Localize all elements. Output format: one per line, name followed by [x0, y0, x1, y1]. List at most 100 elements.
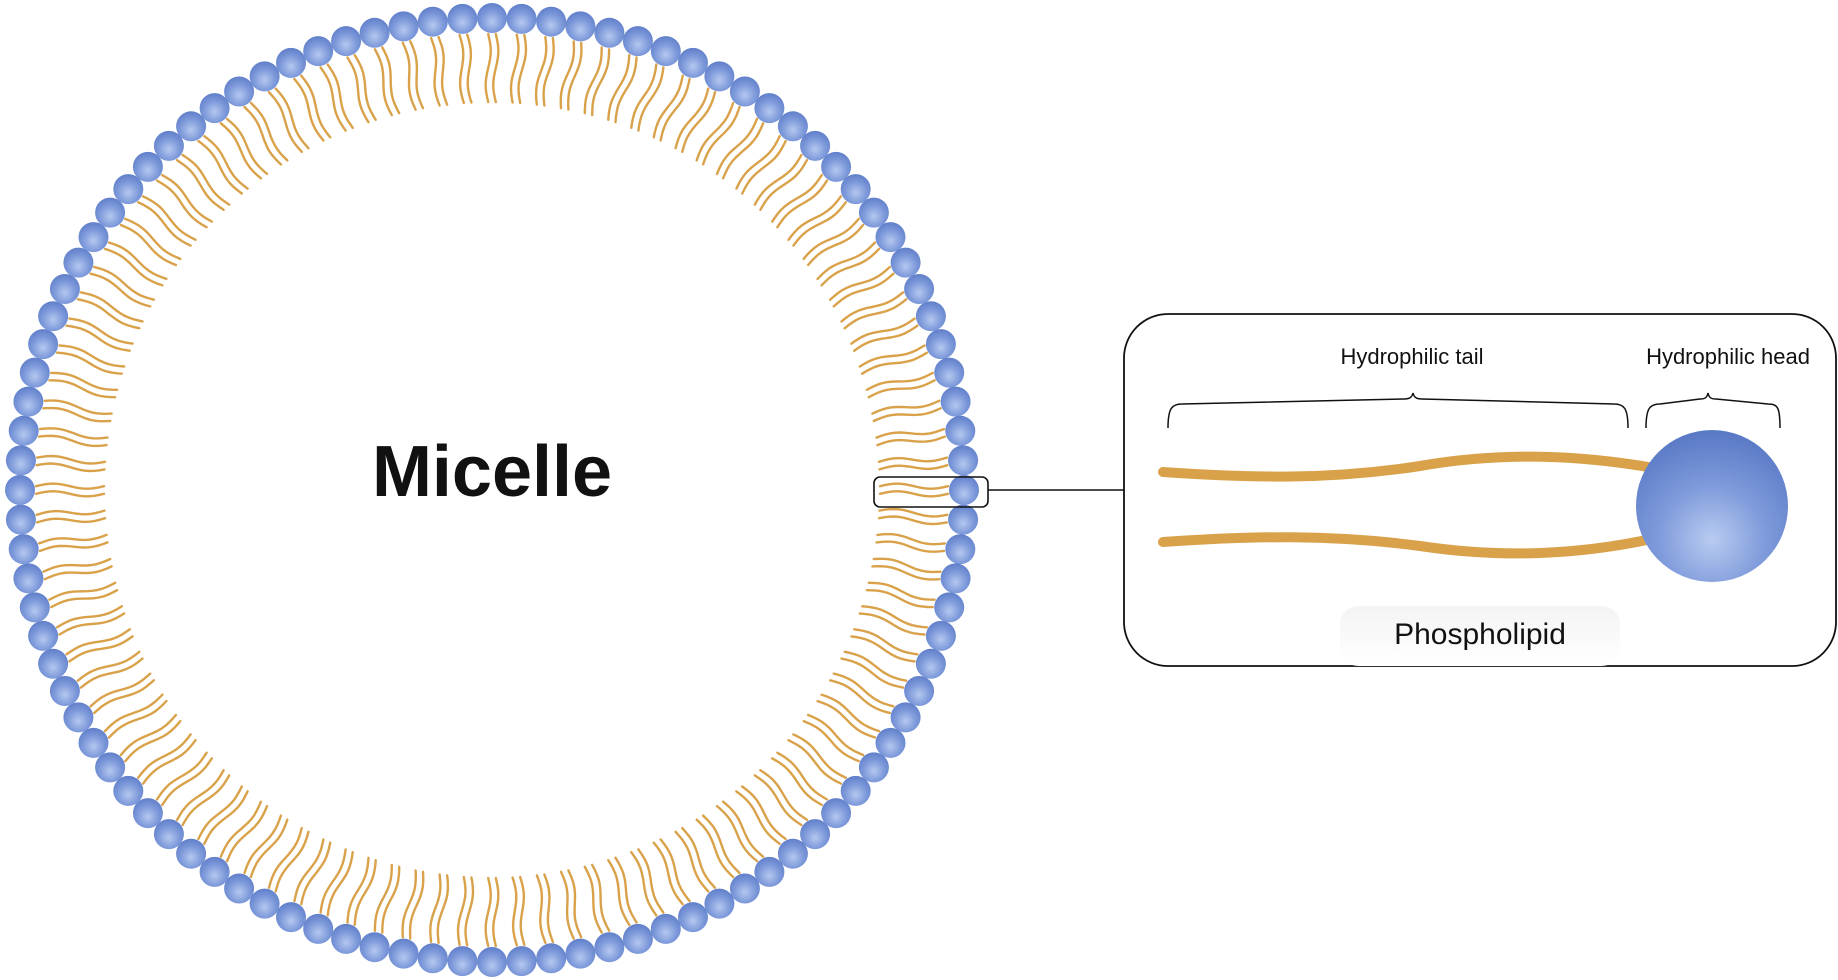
lipid-tail: [267, 91, 303, 153]
lipid-tail: [353, 859, 377, 927]
lipid-head: [249, 61, 280, 92]
lipid-head: [331, 26, 362, 57]
lipid-tail: [155, 179, 208, 229]
lipid-head: [840, 174, 871, 205]
lipid-tail: [840, 657, 905, 689]
lipid-head: [858, 752, 889, 783]
lipid-tail: [858, 612, 926, 636]
lipid-head: [95, 197, 126, 228]
lipid-tail: [76, 298, 141, 330]
lipid-tail: [141, 739, 197, 785]
lipid-head: [477, 3, 507, 33]
lipid-tail: [865, 371, 934, 391]
lipid-tail: [456, 875, 467, 947]
lipid-head: [113, 775, 144, 806]
lipid-head: [904, 676, 935, 706]
lipid-tail: [861, 351, 929, 375]
lipid-tail: [559, 870, 575, 940]
lipid-head: [176, 838, 207, 869]
lipid-head: [754, 93, 785, 124]
lipid-head: [594, 932, 625, 963]
lipid-tail: [652, 841, 684, 906]
lipid-tail: [373, 48, 393, 117]
lipid-tail: [630, 851, 658, 917]
lipid-tail: [517, 33, 528, 105]
lipid-head: [359, 17, 390, 48]
lipid-tail: [850, 635, 916, 663]
lipid-tail: [878, 464, 949, 471]
lipid-tail: [293, 77, 325, 142]
lipid-tail: [43, 399, 113, 416]
lipid-tail: [829, 679, 891, 715]
lipid-tail: [535, 874, 547, 945]
lipid-tail: [38, 427, 109, 440]
lipid-head: [945, 415, 976, 446]
lipid-tail: [161, 757, 213, 807]
lipid-tail: [436, 874, 450, 945]
lipid-tail: [878, 490, 950, 498]
lipid-tail: [35, 517, 107, 524]
lipid-head: [622, 26, 653, 57]
lipid-tail: [637, 66, 665, 132]
lipid-tail: [93, 679, 155, 715]
lipid-tail: [107, 699, 168, 739]
lipid-tail: [484, 32, 492, 104]
lipid-head: [650, 36, 681, 67]
lipid-tail: [820, 247, 881, 287]
lipid-tail: [806, 223, 865, 267]
lipid-tail: [43, 565, 113, 581]
lipid-tail: [58, 344, 126, 368]
lipid-tail: [492, 32, 500, 104]
lipid-head: [224, 76, 255, 107]
lipid-head: [704, 888, 735, 919]
lipid-head: [13, 563, 44, 594]
lipid-head: [594, 17, 625, 48]
lipid-tail: [89, 672, 152, 708]
lipid-tail: [741, 785, 787, 841]
lipid-head: [506, 3, 537, 34]
lipid-tail: [89, 272, 152, 308]
lipid-tail: [225, 804, 269, 863]
lipid-tail: [37, 434, 108, 448]
lipid-tail: [735, 135, 781, 190]
tail-label: Hydrophilic tail: [1340, 344, 1483, 369]
lipid-head: [840, 775, 871, 806]
lipid-head: [622, 923, 653, 954]
lipid-tail: [175, 159, 225, 211]
lipid-head: [800, 130, 831, 161]
lipid-tail: [701, 814, 741, 875]
lipid-tail: [853, 628, 919, 656]
lipid-tail: [437, 35, 449, 106]
lipid-tail: [42, 557, 112, 573]
lipid-tail: [875, 540, 946, 553]
lipid-tail: [181, 774, 231, 827]
lipid-tail: [353, 53, 377, 121]
lipid-tail: [741, 139, 787, 195]
lipid-tail: [871, 564, 941, 581]
lipid-head: [704, 61, 735, 92]
lipid-head: [49, 274, 80, 304]
lipid-tail: [35, 509, 106, 516]
lipid-tail: [219, 800, 263, 858]
lipid-head: [678, 902, 708, 933]
lipid-tail: [861, 605, 929, 629]
lipid-head: [417, 943, 448, 974]
lipid-tail: [181, 153, 231, 206]
lipid-tail: [300, 841, 332, 906]
zoom-box: [873, 476, 989, 508]
lipid-head: [199, 856, 230, 887]
lipid-head: [875, 727, 906, 758]
lipid-tail: [867, 379, 936, 399]
phospholipid-detail-panel: Hydrophilic tail Hydrophilic head Phosph…: [1123, 313, 1837, 667]
lipid-tail: [759, 769, 809, 821]
lipid-head: [359, 932, 390, 963]
lipid-head: [925, 329, 956, 360]
lipid-tail: [820, 693, 881, 733]
lipid-tail: [274, 830, 310, 893]
lipid-tail: [175, 769, 225, 821]
lipid-tail: [79, 291, 144, 323]
lipid-head: [565, 11, 596, 42]
lipid-head: [777, 838, 808, 869]
lipid-tail: [50, 589, 119, 609]
